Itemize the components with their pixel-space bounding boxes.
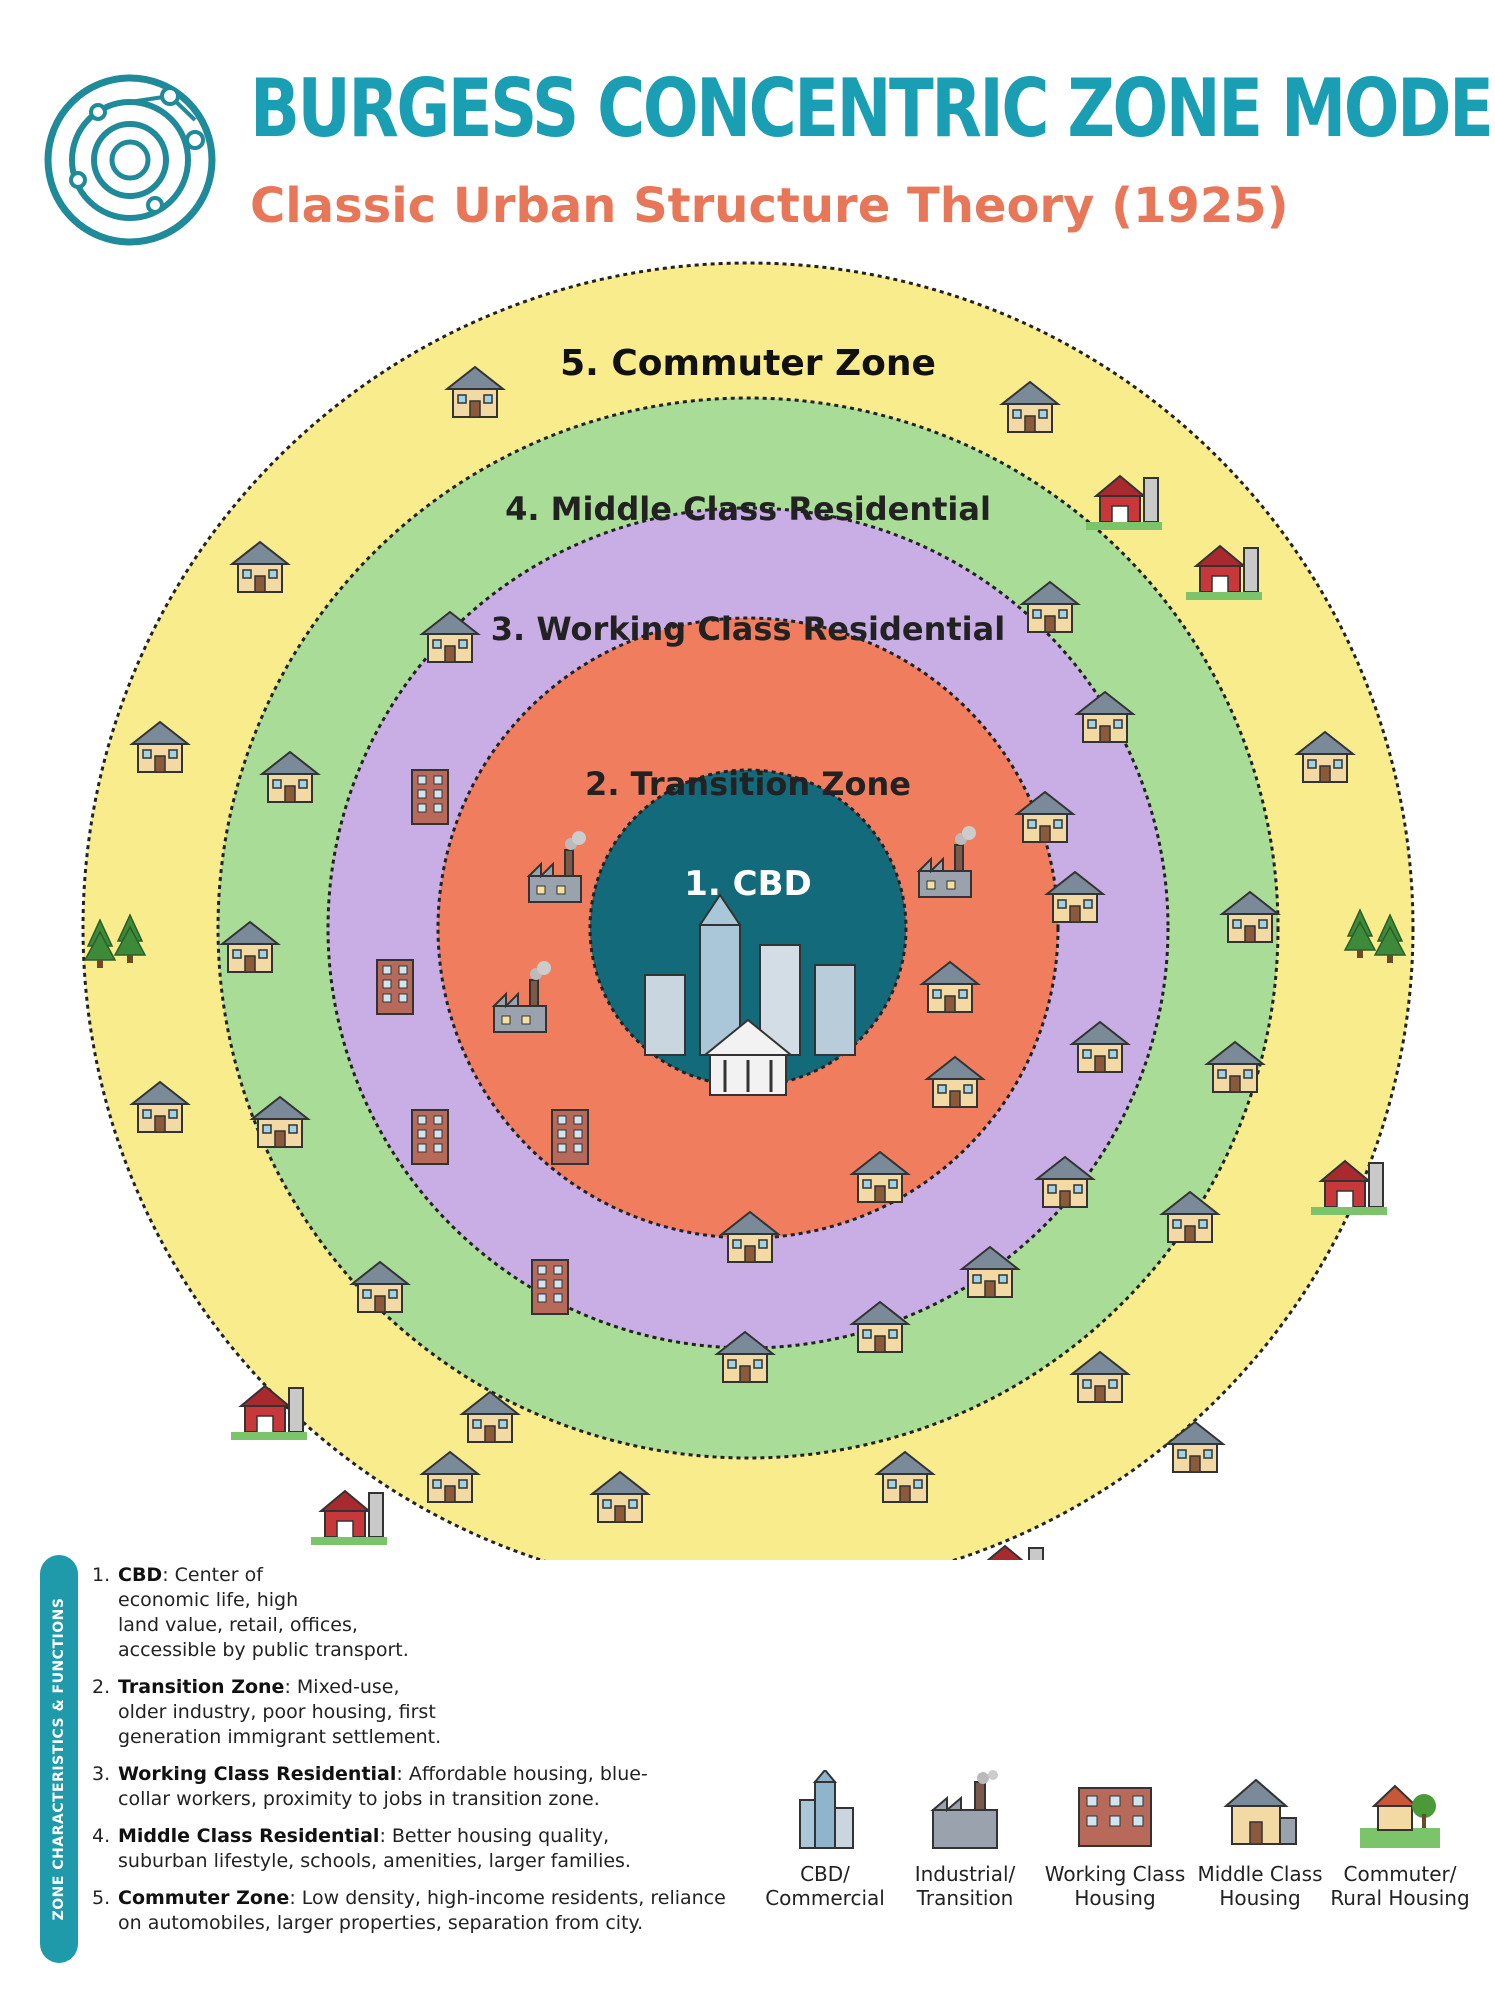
zone-label-working-class: 3. Working Class Residential [491,610,1005,648]
item-text: Commuter Zone: Low density, high-income … [118,1886,732,1936]
house-icon [1223,1778,1297,1845]
zone-label-cbd: 1. CBD [684,864,812,904]
zone-characteristic-item: 5. Commuter Zone: Low density, high-incom… [92,1886,732,1936]
side-tab-label: ZONE CHARACTERISTICS & FUNCTIONS [51,1597,67,1921]
zone-label-commuter: 5. Commuter Zone [560,343,936,384]
skyscraper-icon [799,1770,854,1849]
legend-label: Working Class Housing [1044,1862,1186,1910]
item-number: 2. [92,1676,111,1698]
zone-name: Middle Class Residential [118,1825,380,1847]
farmhouse-icon [1360,1784,1440,1848]
zone-name: CBD [118,1564,163,1586]
item-number: 1. [92,1564,111,1586]
item-text: Transition Zone: Mixed-use, older indust… [118,1675,732,1750]
zone-label-transition: 2. Transition Zone [585,765,911,803]
zone-description: : Affordable housing, blue- collar worke… [118,1763,648,1810]
zone-characteristics-panel: ZONE CHARACTERISTICS & FUNCTIONS 1.CBD: … [40,1555,726,1965]
zone-characteristic-item: 2. Transition Zone: Mixed-use, older indu… [92,1675,732,1750]
zone-characteristic-item: 4. Middle Class Residential: Better housi… [92,1824,732,1874]
zone-name: Transition Zone [118,1676,285,1698]
side-tab: ZONE CHARACTERISTICS & FUNCTIONS [40,1555,78,1963]
legend-item-working-class: Working Class Housing [1040,1770,1190,1910]
legend-item-cbd: CBD/ Commercial [750,1770,900,1910]
legend: CBD/ Commercial Industrial/ Transition W… [750,1770,1470,1970]
legend-label: Commuter/ Rural Housing [1330,1862,1470,1910]
legend-label: Industrial/ Transition [914,1862,1016,1910]
zone-characteristic-item: 3. Working Class Residential: Affordable … [92,1762,732,1812]
rowhouse-icon [1078,1787,1152,1847]
item-text: Working Class Residential: Affordable ho… [118,1762,732,1812]
page-title: BURGESS CONCENTRIC ZONE MODEL [250,62,1495,155]
item-number: 5. [92,1887,111,1909]
concentric-zone-diagram: 1. CBD 2. Transition Zone 3. Working Cla… [81,261,1415,1560]
legend-item-middle-class: Middle Class Housing [1185,1770,1335,1910]
cbd-skyline-icon [644,893,856,1096]
header: BURGESS CONCENTRIC ZONE MODEL Classic Ur… [0,0,1495,260]
zone-characteristic-item: 1. CBD: Center of economic life, high lan… [92,1563,732,1663]
zone-name: Working Class Residential [118,1763,397,1785]
legend-item-commuter: Commuter/ Rural Housing [1325,1770,1475,1910]
zone-description: : Center of economic life, high land val… [118,1564,409,1661]
logo-icon [44,74,216,246]
factory-icon [930,1770,998,1849]
page-subtitle: Classic Urban Structure Theory (1925) [250,178,1289,234]
item-number: 4. [92,1825,111,1847]
zone-description: : Low density, high-income residents, re… [118,1887,726,1934]
item-text: Middle Class Residential: Better housing… [118,1824,732,1874]
zone-label-middle-class: 4. Middle Class Residential [505,490,991,528]
legend-item-industrial: Industrial/ Transition [890,1770,1040,1910]
zone-characteristics-list: 1. CBD: Center of economic life, high lan… [92,1563,732,1948]
zone-name: Commuter Zone [118,1887,290,1909]
zone-description: : Mixed-use, older industry, poor housin… [118,1676,442,1748]
legend-label: CBD/ Commercial [765,1862,885,1910]
zone-description: : Better housing quality, suburban lifes… [118,1825,631,1872]
legend-label: Middle Class Housing [1197,1862,1323,1910]
item-text: CBD: Center of economic life, high land … [118,1563,732,1663]
item-number: 3. [92,1763,111,1785]
